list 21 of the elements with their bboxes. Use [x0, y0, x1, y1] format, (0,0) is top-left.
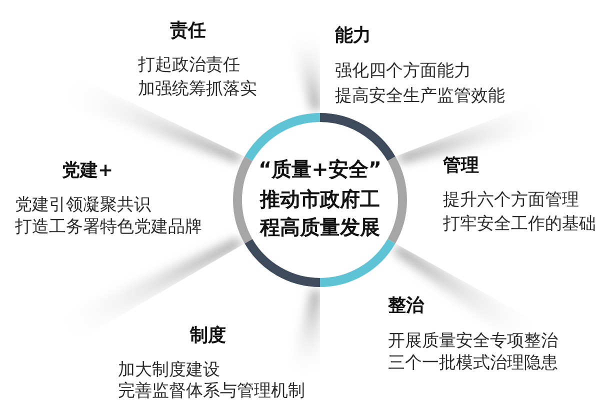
sector-heading: 制度 [190, 325, 226, 347]
sector-heading: 责任 [170, 20, 206, 42]
center-title: “质量+安全” [258, 156, 382, 183]
center-text: 推动市政府工程高质量发展 [258, 186, 381, 241]
sector-text: 提高安全生产监管效能 [335, 86, 505, 106]
sector-text: 三个一批模式治理隐患 [388, 353, 558, 374]
sector-text: 完善监督体系与管理机制 [118, 381, 305, 402]
sector-text: 加强统筹抓落实 [138, 79, 257, 100]
sector-text: 打牢安全工作的基础 [443, 214, 596, 234]
sector-heading: 党建+ [62, 160, 114, 182]
sector-heading: 能力 [335, 25, 371, 47]
sector-heading: 管理 [443, 155, 479, 177]
center-circle [233, 113, 407, 287]
sector-text: 提升六个方面管理 [443, 190, 579, 210]
sector-heading: 整治 [388, 295, 424, 317]
sector-text: 打造工务署特色党建品牌 [15, 217, 202, 238]
sector-text: 开展质量安全专项整治 [388, 331, 558, 352]
sector-text: 强化四个方面能力 [335, 61, 471, 82]
sector-text: 打起政治责任 [138, 55, 240, 76]
sector-text: 加大制度建设 [118, 360, 220, 380]
sector-text: 党建引领凝聚共识 [15, 195, 151, 216]
